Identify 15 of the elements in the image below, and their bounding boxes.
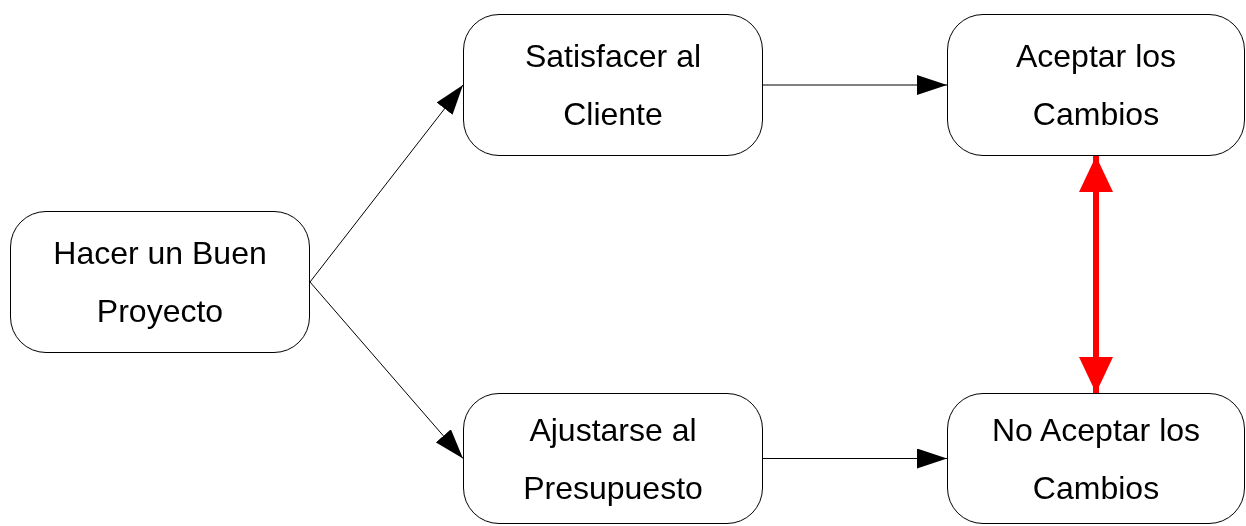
node-label: Ajustarse al Presupuesto (522, 410, 704, 508)
node-label: No Aceptar los Cambios (990, 410, 1202, 508)
rounded-box (463, 14, 763, 156)
node-label: Hacer un Buen Proyecto (52, 234, 268, 331)
arrow (762, 448, 948, 469)
node-label: Satisfacer al Cliente (523, 37, 703, 134)
node-label: Aceptar los Cambios (1014, 37, 1178, 134)
rounded-box (10, 211, 310, 353)
rounded-box (947, 393, 1245, 524)
arrow (309, 84, 464, 283)
rounded-box (947, 14, 1245, 156)
rounded-box (463, 393, 763, 524)
arrow (1079, 156, 1113, 393)
arrow (762, 75, 948, 95)
arrow (309, 281, 464, 459)
